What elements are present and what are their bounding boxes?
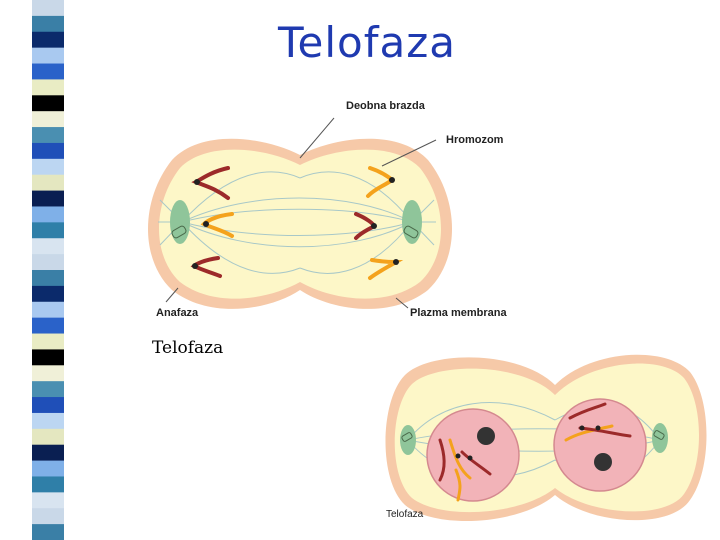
stripe-segment [32,428,64,446]
label-anaphase: Anafaza [156,307,199,319]
nucleus-right [553,398,647,492]
stripe-segment [32,206,64,223]
nucleolus-left [477,427,495,445]
nucleus-left [426,408,520,502]
telophase-cell: Telofaza [385,354,707,522]
stripe-segment [32,222,64,239]
stripe-segment [32,142,64,160]
stripe-segment [32,95,64,112]
stripe-segment [32,31,64,49]
stripe-segment [32,444,64,462]
stripe-segment [32,508,64,525]
nucleolus-right [594,453,612,471]
stripe-segment [32,174,64,192]
centriole-left [170,200,190,244]
label-plasma-membrane: Plazma membrana [410,307,507,319]
stripe-segment [32,349,64,366]
stripe-segment [32,238,64,255]
decorative-stripe-bar [32,0,64,540]
stripe-segment [32,190,64,207]
centriole-right [402,200,422,244]
label-chromosome: Hromozom [446,134,504,146]
stripe-segment [32,460,64,477]
stripe-segment [32,270,64,287]
stripe-segment [32,397,64,414]
stripe-segment [32,127,64,144]
stripe-segment [32,524,64,540]
stripe-segment [32,254,64,271]
stripe-segment [32,381,64,398]
slide-subtitle: Telofaza [152,338,224,358]
label-cleavage-furrow: Deobna brazda [346,100,426,112]
stripe-segment [32,476,64,493]
stripe-segment [32,0,64,17]
stripe-segment [32,15,64,33]
stripe-segment [32,63,64,80]
anaphase-cell: Deobna brazda Hromozom Anafaza Plazma me… [148,100,507,319]
stripe-segment [32,412,64,430]
stripe-segment [32,492,64,509]
stripe-segment [32,317,64,335]
stripe-segment [32,365,64,382]
stripe-segment [32,333,64,350]
stripe-segment [32,301,64,319]
stripe-segment [32,111,64,128]
stripe-segment [32,158,64,176]
stripe-segment [32,47,64,65]
label-telophase: Telofaza [386,509,424,520]
slide-title: Telofaza [277,18,457,67]
stripe-segment [32,79,64,96]
stripe-segment [32,285,64,303]
